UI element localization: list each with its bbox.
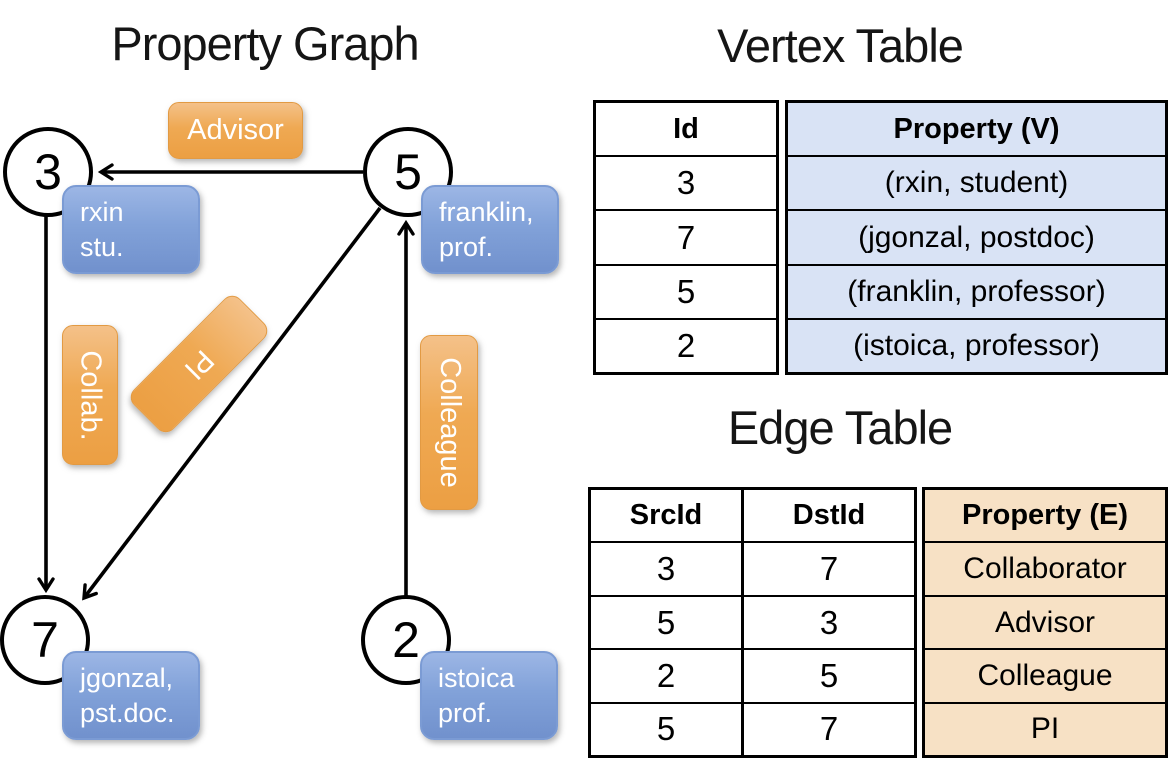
vertex-property-box-3-line2: stu. (80, 232, 124, 262)
edge-table-dstid-column: DstId 7 3 5 7 (741, 490, 914, 755)
edge-table-dstid-cell: 7 (744, 541, 914, 594)
edge-table-property-cell: Colleague (925, 648, 1165, 701)
edge-table-dstid-cell: 5 (744, 648, 914, 701)
edge-table-dstid-cell: 7 (744, 701, 914, 755)
edge-table-ids: SrcId 3 5 2 5 DstId 7 3 5 7 (588, 487, 917, 758)
vertex-table-property-cell: (franklin, professor) (788, 263, 1165, 318)
vertex-table-id-cell: 3 (596, 155, 776, 209)
edge-table-srcid-cell: 5 (591, 594, 741, 648)
edge-table-dstid-cell: 3 (744, 594, 914, 648)
edge-table-property-cell: Advisor (925, 594, 1165, 648)
vertex-property-box-7-line2: pst.doc. (80, 698, 175, 728)
edge-table-property-header: Property (E) (962, 499, 1128, 532)
vertex-property-box-5-line2: prof. (439, 232, 494, 262)
vertex-property-box-3: rxin stu. (62, 185, 200, 274)
edge-label-advisor-text: Advisor (187, 114, 284, 146)
vertex-node-7-id: 7 (31, 612, 59, 668)
vertex-table-property-header: Property (V) (893, 112, 1060, 145)
vertex-table-id-cell: 5 (596, 263, 776, 318)
vertex-table-id-column: Id 3 7 5 2 (593, 100, 779, 375)
edge-label-advisor: Advisor (168, 102, 303, 159)
vertex-node-5: 5 (363, 127, 453, 217)
edge-label-pi-text: PI (178, 343, 221, 386)
edge-label-colleague: Colleague (420, 335, 478, 510)
vertex-property-box-2-line2: prof. (438, 698, 493, 728)
edge-label-collab: Collab. (62, 325, 118, 465)
edge-table-srcid-column: SrcId 3 5 2 5 (591, 490, 741, 755)
edge-table-property-cell: Collaborator (925, 541, 1165, 594)
edge-label-collab-text: Collab. (74, 349, 107, 441)
vertex-property-box-7: jgonzal, pst.doc. (62, 651, 200, 740)
vertex-table-property-cell: (jgonzal, postdoc) (788, 209, 1165, 263)
edge-arrow-5-to-7 (82, 206, 382, 601)
vertex-property-box-3-line1: rxin (80, 197, 124, 227)
edge-table-title: Edge Table (727, 401, 953, 454)
vertex-node-2-id: 2 (392, 612, 420, 668)
vertex-table-id-cell: 7 (596, 209, 776, 263)
edge-table-srcid-cell: 5 (591, 701, 741, 755)
graph-edges-canvas (37, 163, 415, 601)
vertex-table-property-column: Property (V) (rxin, student) (jgonzal, p… (785, 100, 1168, 375)
vertex-table-property-cell: (istoica, professor) (788, 317, 1165, 372)
edge-label-colleague-text: Colleague (433, 357, 466, 488)
edge-table-srcid-cell: 2 (591, 648, 741, 701)
vertex-property-box-5: franklin, prof. (421, 185, 559, 274)
edge-table-property-cell: PI (925, 701, 1165, 755)
vertex-table-title: Vertex Table (717, 19, 964, 72)
vertex-property-box-7-line1: jgonzal, (80, 663, 174, 693)
vertex-property-box-2-line1: istoica (438, 663, 515, 693)
vertex-property-box-5-line1: franklin, (439, 197, 534, 227)
vertex-node-2: 2 (361, 595, 451, 685)
edge-table-dstid-header: DstId (792, 499, 866, 532)
vertex-node-3-id: 3 (34, 144, 62, 200)
vertex-property-box-2: istoica prof. (420, 651, 558, 740)
vertex-table-property-cell: (rxin, student) (788, 155, 1165, 209)
edge-table-property-column: Property (E) Collaborator Advisor Collea… (922, 487, 1168, 758)
edge-table-srcid-header: SrcId (629, 499, 703, 532)
vertex-table-id-header: Id (673, 112, 699, 145)
edge-table-srcid-cell: 3 (591, 541, 741, 594)
vertex-node-5-id: 5 (394, 144, 422, 200)
property-graph-title: Property Graph (111, 17, 419, 70)
vertex-table-id-cell: 2 (596, 317, 776, 372)
